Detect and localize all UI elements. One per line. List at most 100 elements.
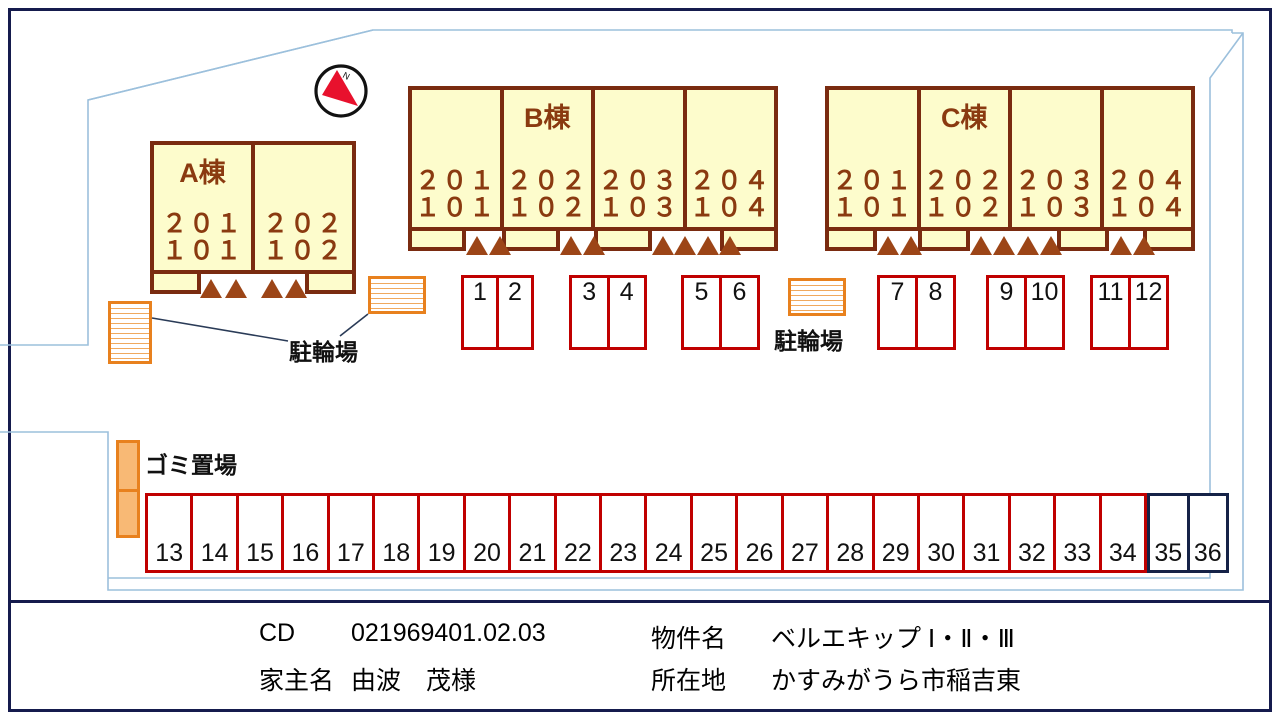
- parking-stall[interactable]: 21: [511, 496, 557, 570]
- footer-cd-value: 021969401.02.03: [350, 618, 546, 647]
- parking-stall-number: 14: [200, 539, 229, 567]
- parking-stall[interactable]: 30: [920, 496, 966, 570]
- parking-stall-number: 28: [836, 539, 865, 567]
- unit-number-upper: ２０２: [506, 167, 588, 195]
- parking-stall[interactable]: 31: [965, 496, 1011, 570]
- parking-stall[interactable]: 9: [989, 278, 1027, 347]
- parking-stall[interactable]: 15: [239, 496, 285, 570]
- unit-number-lower: １０４: [1106, 193, 1188, 222]
- parking-stall[interactable]: 32: [1011, 496, 1057, 570]
- parking-group-11-12[interactable]: 11 12: [1090, 275, 1169, 350]
- footer-info-block: CD 021969401.02.03 物件名 ベルエキップ Ⅰ・Ⅱ・Ⅲ 家主名 …: [8, 603, 1272, 712]
- parking-stall[interactable]: 35: [1150, 496, 1190, 570]
- parking-stall[interactable]: 2: [499, 278, 531, 347]
- parking-stall[interactable]: 16: [284, 496, 330, 570]
- parking-stall[interactable]: 36: [1190, 496, 1227, 570]
- unit-number-upper: ２０１: [832, 167, 914, 195]
- building-b-unit-3-numbers: ２０４ １０４: [690, 168, 771, 221]
- parking-stall[interactable]: 13: [148, 496, 194, 570]
- parking-stall-number: 20: [473, 539, 501, 567]
- building-c-entry-arrow-7: [1133, 236, 1155, 255]
- building-b-entry-arrow-7: [719, 236, 741, 255]
- building-a-porch-0: [150, 274, 201, 294]
- building-b-entry-arrow-0: [466, 236, 488, 255]
- parking-stall-number: 35: [1154, 539, 1183, 567]
- footer-divider: [8, 600, 1272, 603]
- parking-stall[interactable]: 4: [610, 278, 645, 347]
- unit-number-lower: １０１: [415, 193, 497, 222]
- parking-stall-number: 11: [1097, 278, 1124, 306]
- unit-number-upper: ２０４: [1106, 167, 1188, 195]
- parking-stall[interactable]: 29: [875, 496, 920, 570]
- parking-stall-number: 8: [928, 278, 943, 306]
- building-b-unit-col-2: ２０３ １０３: [595, 90, 687, 227]
- parking-stall[interactable]: 23: [602, 496, 648, 570]
- parking-stall-number: 17: [336, 539, 365, 567]
- parking-stall[interactable]: 3: [572, 278, 610, 347]
- bicycle-parking-label-right: 駐輪場: [774, 328, 843, 354]
- building-a-unit-1-numbers: ２０２ １０２: [263, 211, 344, 264]
- parking-stall[interactable]: 1: [464, 278, 499, 347]
- parking-stall[interactable]: 11: [1093, 278, 1131, 347]
- parking-stall-number: 16: [291, 539, 320, 567]
- parking-stall[interactable]: 10: [1027, 278, 1062, 347]
- parking-stall[interactable]: 27: [784, 496, 830, 570]
- building-a-name: A棟: [179, 158, 226, 188]
- parking-stall-number: 10: [1030, 278, 1059, 306]
- parking-stall[interactable]: 20: [466, 496, 512, 570]
- parking-stall-number: 23: [609, 539, 638, 567]
- parking-stall[interactable]: 19: [420, 496, 466, 570]
- footer-owner-value: 由波 茂様: [350, 666, 476, 695]
- parking-stall[interactable]: 33: [1056, 496, 1102, 570]
- parking-stall-number: 9: [999, 278, 1014, 306]
- unit-number-upper: ２０４: [689, 167, 771, 195]
- parking-stall[interactable]: 28: [829, 496, 875, 570]
- building-a-unit-col-1: ２０２ １０２: [255, 145, 352, 270]
- parking-group-9-10[interactable]: 9 10: [986, 275, 1065, 350]
- building-c-unit-2-numbers: ２０３ １０３: [1015, 168, 1096, 221]
- parking-stall-number: 13: [155, 539, 184, 567]
- unit-number-upper: ２０２: [262, 210, 345, 238]
- parking-stall[interactable]: 24: [647, 496, 693, 570]
- trash-area-divider: [119, 489, 137, 492]
- building-b-unit-1-numbers: ２０２ １０２: [507, 168, 588, 221]
- parking-stall[interactable]: 5: [684, 278, 722, 347]
- parking-stall[interactable]: 7: [880, 278, 918, 347]
- footer-address-label: 所在地: [650, 666, 726, 695]
- unit-number-lower: １０４: [689, 193, 771, 222]
- parking-stall[interactable]: 17: [330, 496, 376, 570]
- parking-stall-number: 21: [518, 539, 547, 567]
- unit-number-lower: １０１: [832, 193, 914, 222]
- parking-stall[interactable]: 25: [693, 496, 739, 570]
- building-c-unit-0-numbers: ２０１ １０１: [832, 168, 913, 221]
- building-a: A棟 ２０１ １０１ ２０２ １０２: [150, 141, 356, 274]
- building-c-name: C棟: [941, 103, 988, 133]
- parking-stall-number: 32: [1018, 539, 1046, 567]
- parking-group-7-8[interactable]: 7 8: [877, 275, 956, 350]
- unit-number-upper: ２０３: [1015, 167, 1097, 195]
- parking-stall[interactable]: 26: [738, 496, 784, 570]
- parking-stall[interactable]: 14: [193, 496, 239, 570]
- parking-group-3-4[interactable]: 3 4: [569, 275, 647, 350]
- parking-stall-number: 19: [427, 539, 456, 567]
- compass-north-label: N: [341, 70, 351, 82]
- parking-stall[interactable]: 22: [557, 496, 603, 570]
- parking-group-5-6[interactable]: 5 6: [681, 275, 760, 350]
- building-c-entry-arrow-4: [1017, 236, 1039, 255]
- building-a-unit-0-numbers: ２０１ １０１: [162, 211, 243, 264]
- unit-number-upper: ２０２: [923, 167, 1005, 195]
- parking-stall[interactable]: 12: [1131, 278, 1166, 347]
- parking-stall[interactable]: 18: [375, 496, 421, 570]
- building-b-entry-arrow-5: [674, 236, 696, 255]
- parking-stall-number: 30: [927, 539, 956, 567]
- parking-stall-number: 25: [700, 539, 728, 567]
- parking-stall[interactable]: 6: [722, 278, 757, 347]
- parking-stall[interactable]: 8: [918, 278, 953, 347]
- building-c-entry-arrow-5: [1040, 236, 1062, 255]
- building-c-porch-2: [1057, 231, 1109, 251]
- footer-property-value: ベルエキップ Ⅰ・Ⅱ・Ⅲ: [770, 624, 1015, 653]
- parking-stall[interactable]: 34: [1102, 496, 1144, 570]
- parking-group-1-2[interactable]: 1 2: [461, 275, 534, 350]
